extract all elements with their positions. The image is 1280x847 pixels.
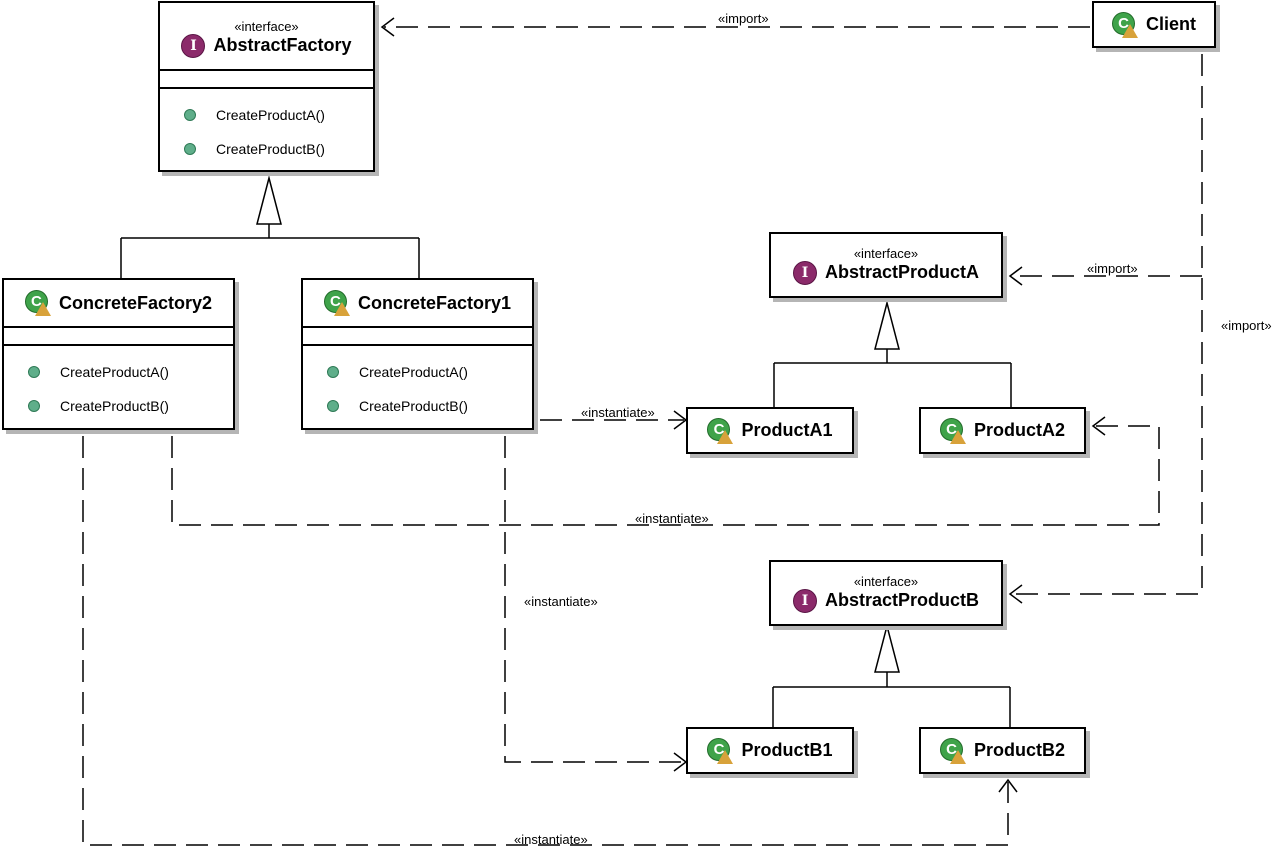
arrowhead-abstract-product-b	[1008, 584, 1023, 604]
abstract-factory-class[interactable]: «interface» I AbstractFactory CreateProd…	[158, 1, 375, 172]
operation-row[interactable]: CreateProductB()	[4, 389, 233, 423]
arrowhead-product-b2	[998, 778, 1018, 793]
product-b1-name: ProductB1	[741, 740, 833, 760]
instantiate-cf2-a2-line	[171, 425, 1160, 526]
operation-row[interactable]: CreateProductB()	[303, 389, 532, 423]
concrete-factory1-class[interactable]: C ConcreteFactory1 CreateProductA() Crea…	[301, 278, 534, 430]
public-method-icon	[327, 366, 339, 378]
operation-row[interactable]: CreateProductA()	[303, 355, 532, 389]
abstract-factory-header: «interface» I AbstractFactory	[160, 3, 373, 69]
class-icon: C	[939, 737, 966, 764]
import-client-products-line	[1012, 54, 1203, 595]
abstract-factory-operations: CreateProductA() CreateProductB()	[160, 87, 373, 166]
public-method-icon	[184, 143, 196, 155]
class-icon: C	[939, 417, 966, 444]
product-a1-class[interactable]: C ProductA1	[686, 407, 854, 454]
operation-name: CreateProductB()	[60, 398, 169, 414]
operation-name: CreateProductA()	[60, 364, 169, 380]
instantiate-label-b1: «instantiate»	[524, 594, 598, 609]
client-name: Client	[1145, 14, 1196, 34]
class-icon: C	[707, 417, 734, 444]
concrete-factory2-name: ConcreteFactory2	[58, 292, 213, 313]
concrete-factory1-header: C ConcreteFactory1	[303, 280, 532, 326]
concrete-factory1-operations: CreateProductA() CreateProductB()	[303, 344, 532, 423]
public-method-icon	[327, 400, 339, 412]
interface-icon: I	[792, 588, 817, 613]
abstract-product-a-name: AbstractProductA	[824, 262, 980, 282]
operation-name: CreateProductB()	[216, 141, 325, 157]
product-b1-class[interactable]: C ProductB1	[686, 727, 854, 774]
abstract-product-a-class[interactable]: «interface» I AbstractProductA	[769, 232, 1003, 298]
interface-icon: I	[181, 33, 206, 58]
interface-icon: I	[792, 260, 817, 285]
arrowhead-product-a2	[1091, 416, 1106, 436]
concrete-factory2-header: C ConcreteFactory2	[4, 280, 233, 326]
abstract-factory-stereotype: «interface»	[234, 18, 299, 34]
concrete-factory1-attributes	[303, 326, 532, 344]
product-b2-name: ProductB2	[973, 740, 1065, 760]
concrete-factory2-operations: CreateProductA() CreateProductB()	[4, 344, 233, 423]
instantiate-cf1-b1-line	[504, 436, 684, 763]
product-a1-name: ProductA1	[741, 420, 833, 440]
instantiate-label-b2: «instantiate»	[514, 832, 588, 847]
class-icon: C	[323, 290, 350, 316]
operation-name: CreateProductB()	[359, 398, 468, 414]
import-label-product-a: «import»	[1087, 261, 1138, 276]
public-method-icon	[28, 366, 40, 378]
class-icon: C	[707, 737, 734, 764]
operation-row[interactable]: CreateProductA()	[160, 98, 373, 132]
generalization-products-a	[773, 300, 1012, 407]
abstract-factory-name: AbstractFactory	[213, 35, 352, 55]
instantiate-label-a2: «instantiate»	[635, 511, 709, 526]
arrowhead-abstract-factory	[380, 17, 395, 37]
operation-row[interactable]: CreateProductA()	[4, 355, 233, 389]
operation-name: CreateProductA()	[359, 364, 468, 380]
operation-name: CreateProductA()	[216, 107, 325, 123]
client-class[interactable]: C Client	[1092, 1, 1216, 48]
abstract-product-b-class[interactable]: «interface» I AbstractProductB	[769, 560, 1003, 626]
generalization-products-b	[772, 623, 1011, 727]
abstract-product-b-stereotype: «interface»	[853, 573, 919, 589]
concrete-factory2-class[interactable]: C ConcreteFactory2 CreateProductA() Crea…	[2, 278, 235, 430]
product-a2-name: ProductA2	[973, 420, 1065, 440]
abstract-product-a-stereotype: «interface»	[853, 245, 919, 261]
concrete-factory2-attributes	[4, 326, 233, 344]
abstract-product-b-name: AbstractProductB	[824, 590, 980, 610]
generalization-factories	[120, 175, 420, 278]
arrowhead-abstract-product-a	[1008, 266, 1023, 286]
instantiate-label-a1: «instantiate»	[581, 405, 655, 420]
public-method-icon	[28, 400, 40, 412]
class-icon: C	[24, 290, 51, 316]
instantiate-cf2-b2-line	[82, 436, 1009, 846]
product-b2-class[interactable]: C ProductB2	[919, 727, 1086, 774]
import-label-factory: «import»	[718, 11, 769, 26]
import-label-product-b: «import»	[1221, 318, 1272, 333]
abstract-factory-attributes	[160, 69, 373, 87]
class-icon: C	[1111, 11, 1138, 38]
product-a2-class[interactable]: C ProductA2	[919, 407, 1086, 454]
operation-row[interactable]: CreateProductB()	[160, 132, 373, 166]
public-method-icon	[184, 109, 196, 121]
concrete-factory1-name: ConcreteFactory1	[357, 292, 512, 313]
